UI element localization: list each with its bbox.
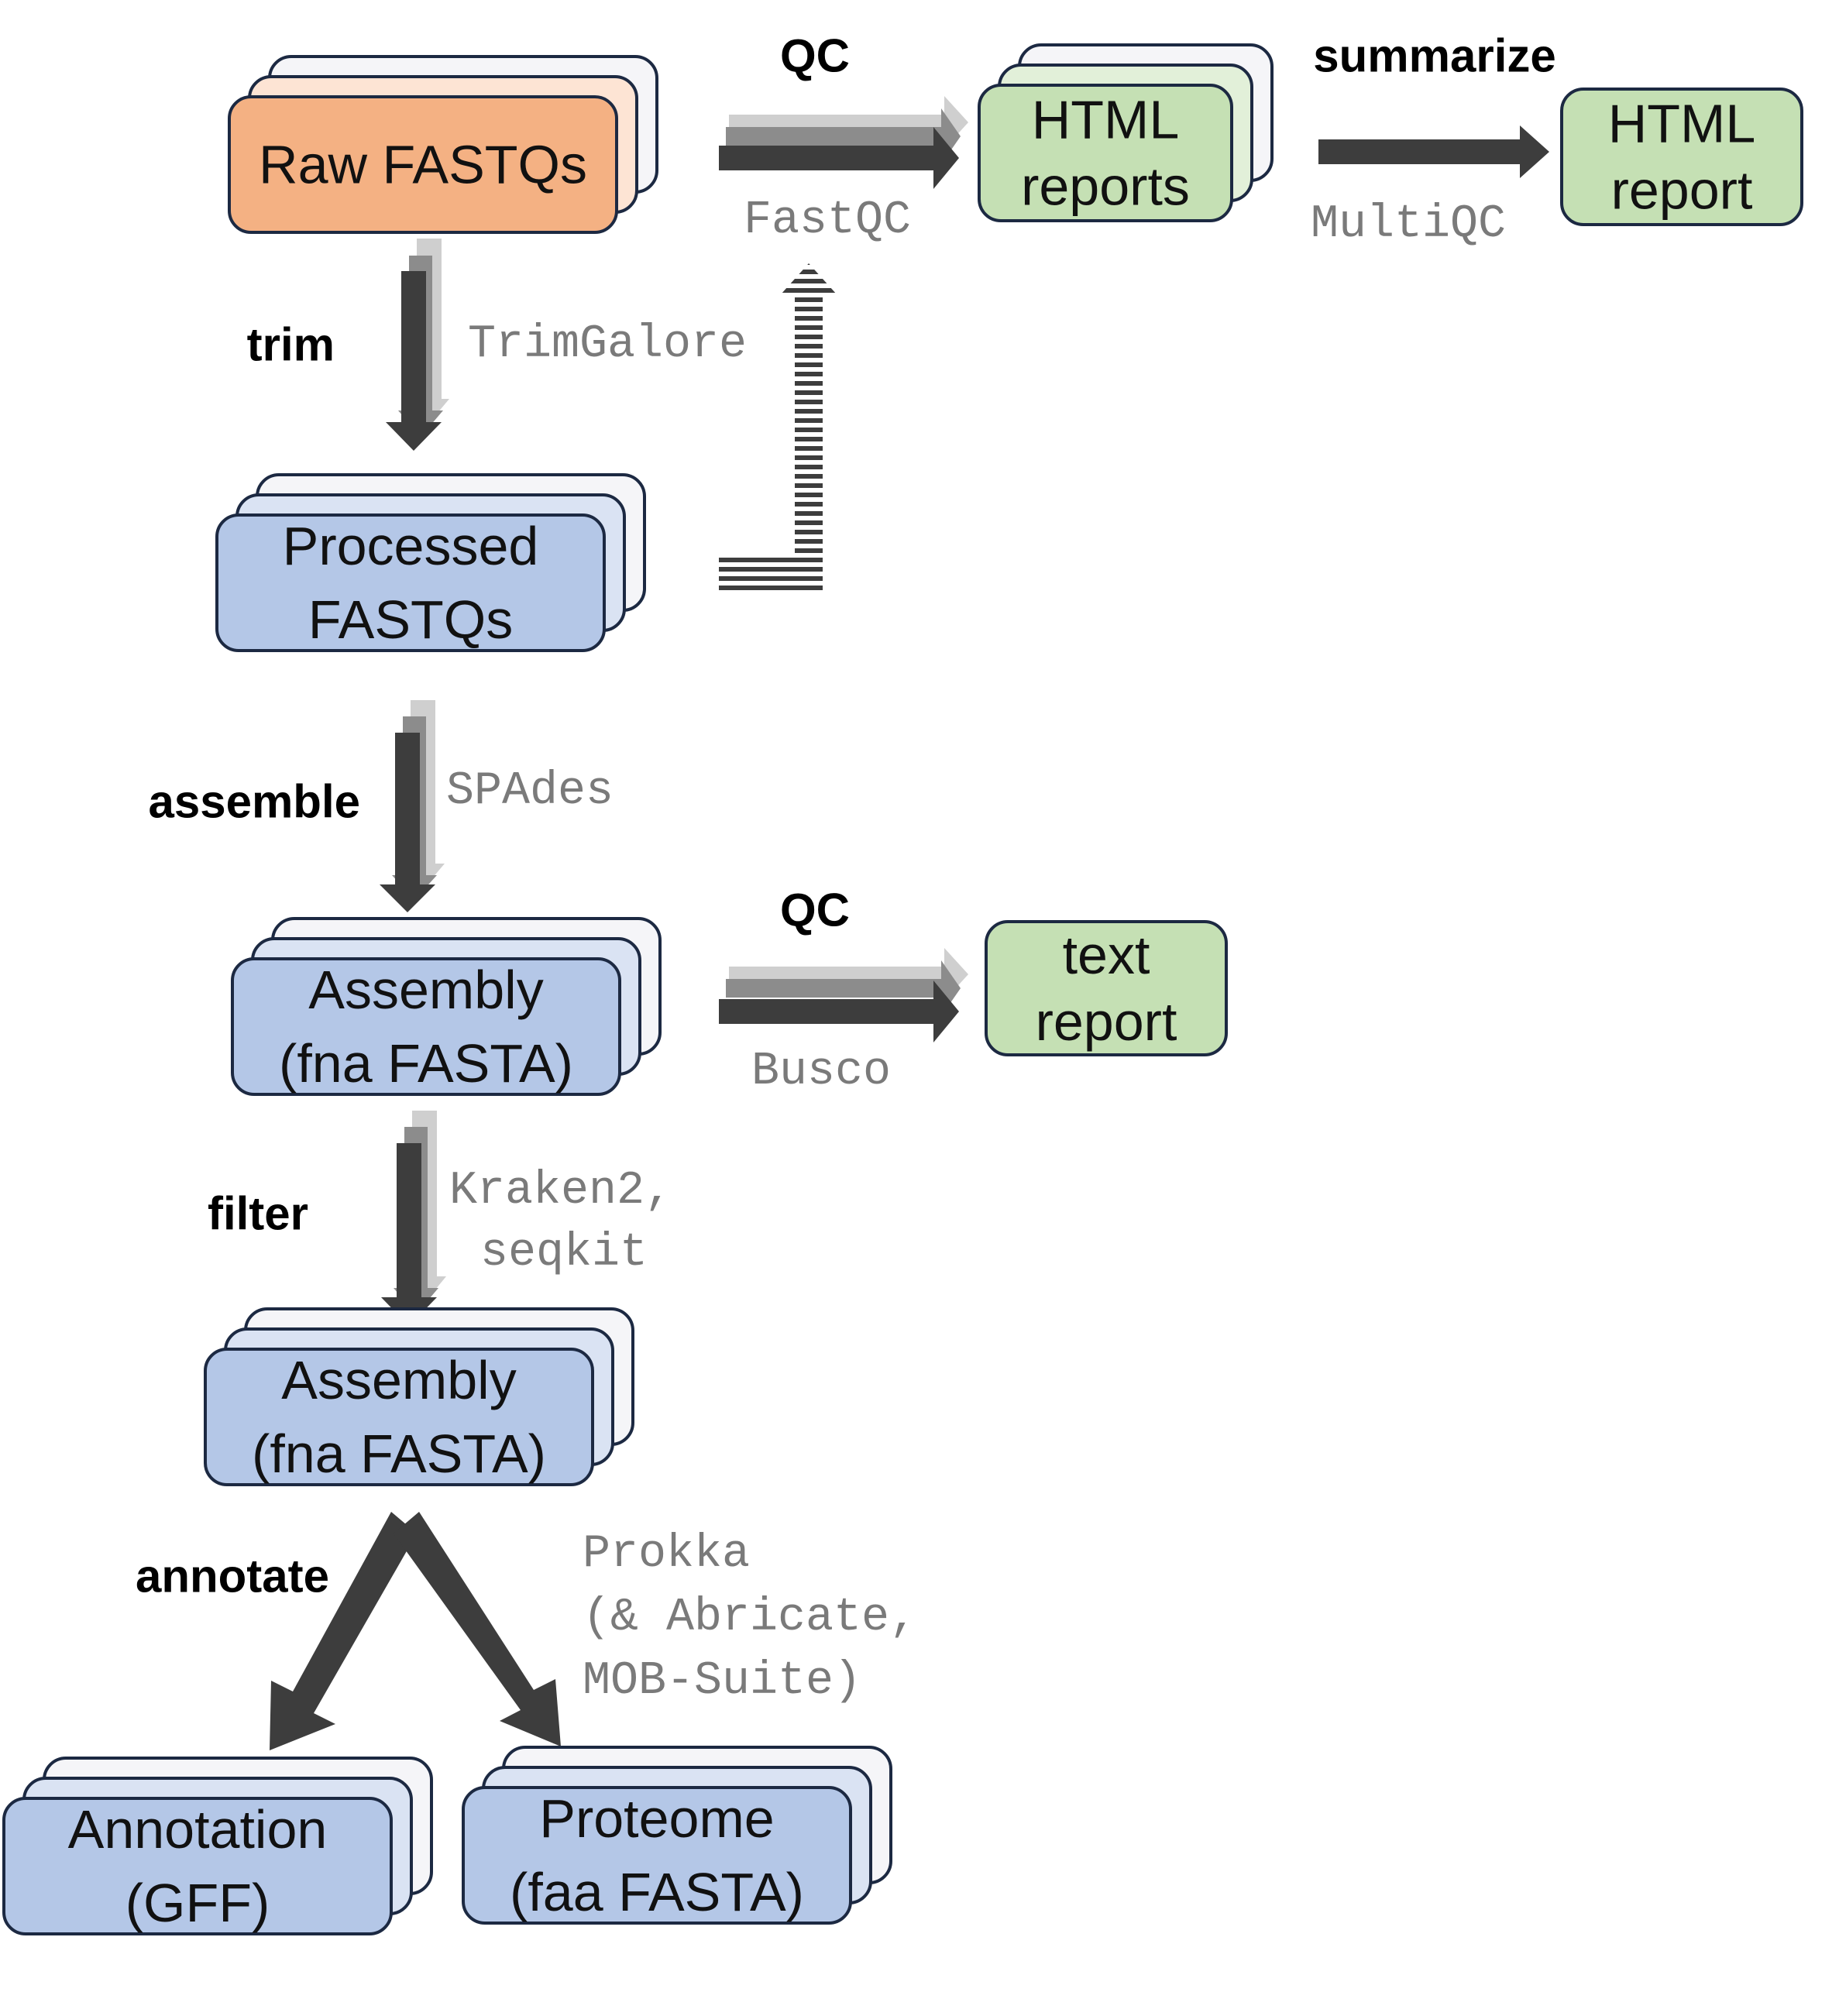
node-label-line: Annotation <box>68 1799 328 1860</box>
tool-label-line: Kraken2, <box>449 1165 672 1217</box>
step-label-qc-mid: QC <box>780 884 850 936</box>
node-box <box>204 1348 594 1486</box>
node-label-line: HTML <box>1608 94 1756 154</box>
trim-arrow <box>386 239 449 451</box>
tool-label-line: MOB-Suite) <box>583 1655 861 1708</box>
tool-label-fastqc: FastQC <box>744 194 911 247</box>
tool-label-line: MultiQC <box>1311 198 1506 251</box>
tool-label-line: (& Abricate, <box>583 1592 917 1644</box>
arrow-shadow-mid <box>726 108 961 164</box>
node-box <box>985 920 1228 1056</box>
arrow-shadow-mid <box>726 960 961 1016</box>
tool-label-busco: Busco <box>751 1046 891 1098</box>
annotate-right-arrow <box>394 1512 561 1746</box>
tool-label-line: seqkit <box>480 1227 648 1279</box>
node-box <box>462 1786 852 1925</box>
node-label-line: Raw FASTQs <box>259 135 587 195</box>
arrow-main <box>719 127 959 189</box>
tool-label-multiqc: MultiQC <box>1311 198 1506 251</box>
node-label-line: Processed <box>283 516 539 576</box>
tool-label-spades: SPAdes <box>446 765 614 818</box>
arrow-main <box>380 733 435 912</box>
arrow-main <box>386 271 442 451</box>
node-label-line: (fna FASTA) <box>252 1424 546 1484</box>
step-label-filter: filter <box>208 1188 308 1240</box>
arrow-main <box>381 1143 437 1326</box>
qc-busco-arrow <box>719 948 968 1042</box>
tool-label-line: FastQC <box>744 194 911 247</box>
node-box <box>1560 88 1803 226</box>
step-label-qc-top: QC <box>780 30 850 82</box>
tool-label-prokka: Prokka (& Abricate, MOB-Suite) <box>583 1528 917 1708</box>
tool-label-line: SPAdes <box>446 765 614 818</box>
feedback-arrowhead <box>781 263 837 294</box>
summarize-arrow <box>1318 125 1549 178</box>
arrow-main <box>719 981 959 1042</box>
node-label-line: (faa FASTA) <box>510 1862 804 1922</box>
tool-label-kraken: Kraken2, seqkit <box>449 1165 672 1279</box>
qc-fastqc-arrow <box>719 96 968 189</box>
node-label-line: reports <box>1021 156 1190 217</box>
node-raw-fastqs: Raw FASTQs <box>228 55 658 234</box>
node-label-line: (GFF) <box>125 1873 270 1933</box>
node-label-line: FASTQs <box>308 589 513 650</box>
tool-label-line: Prokka <box>583 1528 750 1581</box>
step-label-trim: trim <box>247 319 335 371</box>
node-label-line: report <box>1611 160 1753 221</box>
node-label-line: Assembly <box>308 960 543 1020</box>
annotate-arrows <box>270 1512 561 1750</box>
arrow-shadow-light <box>729 948 968 1001</box>
feedback-vertical <box>795 294 823 590</box>
tool-label-line: TrimGalore <box>468 318 747 371</box>
node-box <box>228 95 618 234</box>
tool-label-trimgalore: TrimGalore <box>468 318 747 371</box>
tool-label-line: Busco <box>751 1046 891 1098</box>
node-label-line: Proteome <box>539 1788 774 1849</box>
processed-qc-feedback-arrow <box>719 263 837 590</box>
node-assembly-1: Assembly (fna FASTA) <box>231 917 662 1096</box>
assemble-arrow <box>380 700 445 912</box>
node-label-line: (fna FASTA) <box>279 1033 573 1094</box>
node-box <box>215 513 606 652</box>
annotate-left-arrow <box>270 1512 417 1750</box>
arrow-shadow-light <box>729 96 968 149</box>
step-label-summarize: summarize <box>1313 30 1555 82</box>
node-box <box>231 957 621 1096</box>
node-box <box>978 84 1233 222</box>
node-assembly-2: Assembly (fna FASTA) <box>204 1307 634 1486</box>
step-label-annotate: annotate <box>136 1551 329 1602</box>
node-label-line: HTML <box>1032 90 1180 150</box>
step-label-assemble: assemble <box>148 776 360 828</box>
node-label-line: Assembly <box>281 1350 516 1410</box>
filter-arrow <box>381 1111 446 1326</box>
node-annotation: Annotation (GFF) <box>2 1757 433 1935</box>
node-proteome: Proteome (faa FASTA) <box>462 1746 892 1925</box>
node-box <box>2 1797 393 1935</box>
node-label-line: report <box>1036 991 1177 1052</box>
node-label-line: text <box>1063 925 1150 985</box>
